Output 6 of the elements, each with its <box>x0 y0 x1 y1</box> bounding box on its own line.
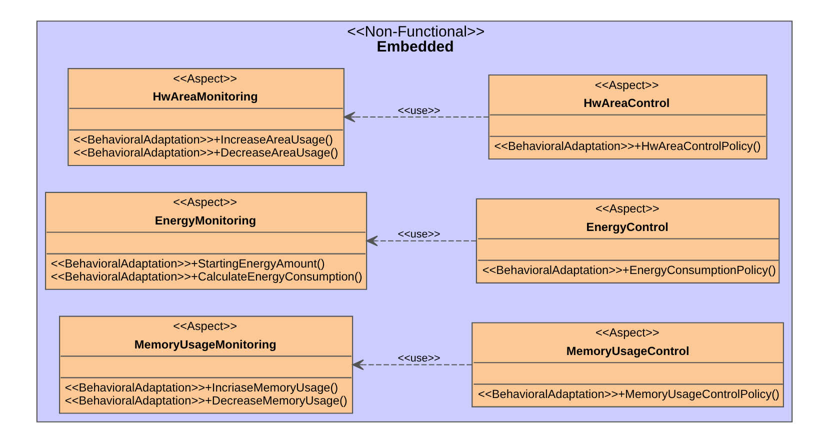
arrow <box>366 236 476 246</box>
arrow <box>352 359 472 370</box>
arrow <box>343 112 488 122</box>
edge-label: <<use>> <box>397 228 440 241</box>
edge-label: <<use>> <box>397 352 440 365</box>
edge-label: <<use>> <box>397 104 440 117</box>
